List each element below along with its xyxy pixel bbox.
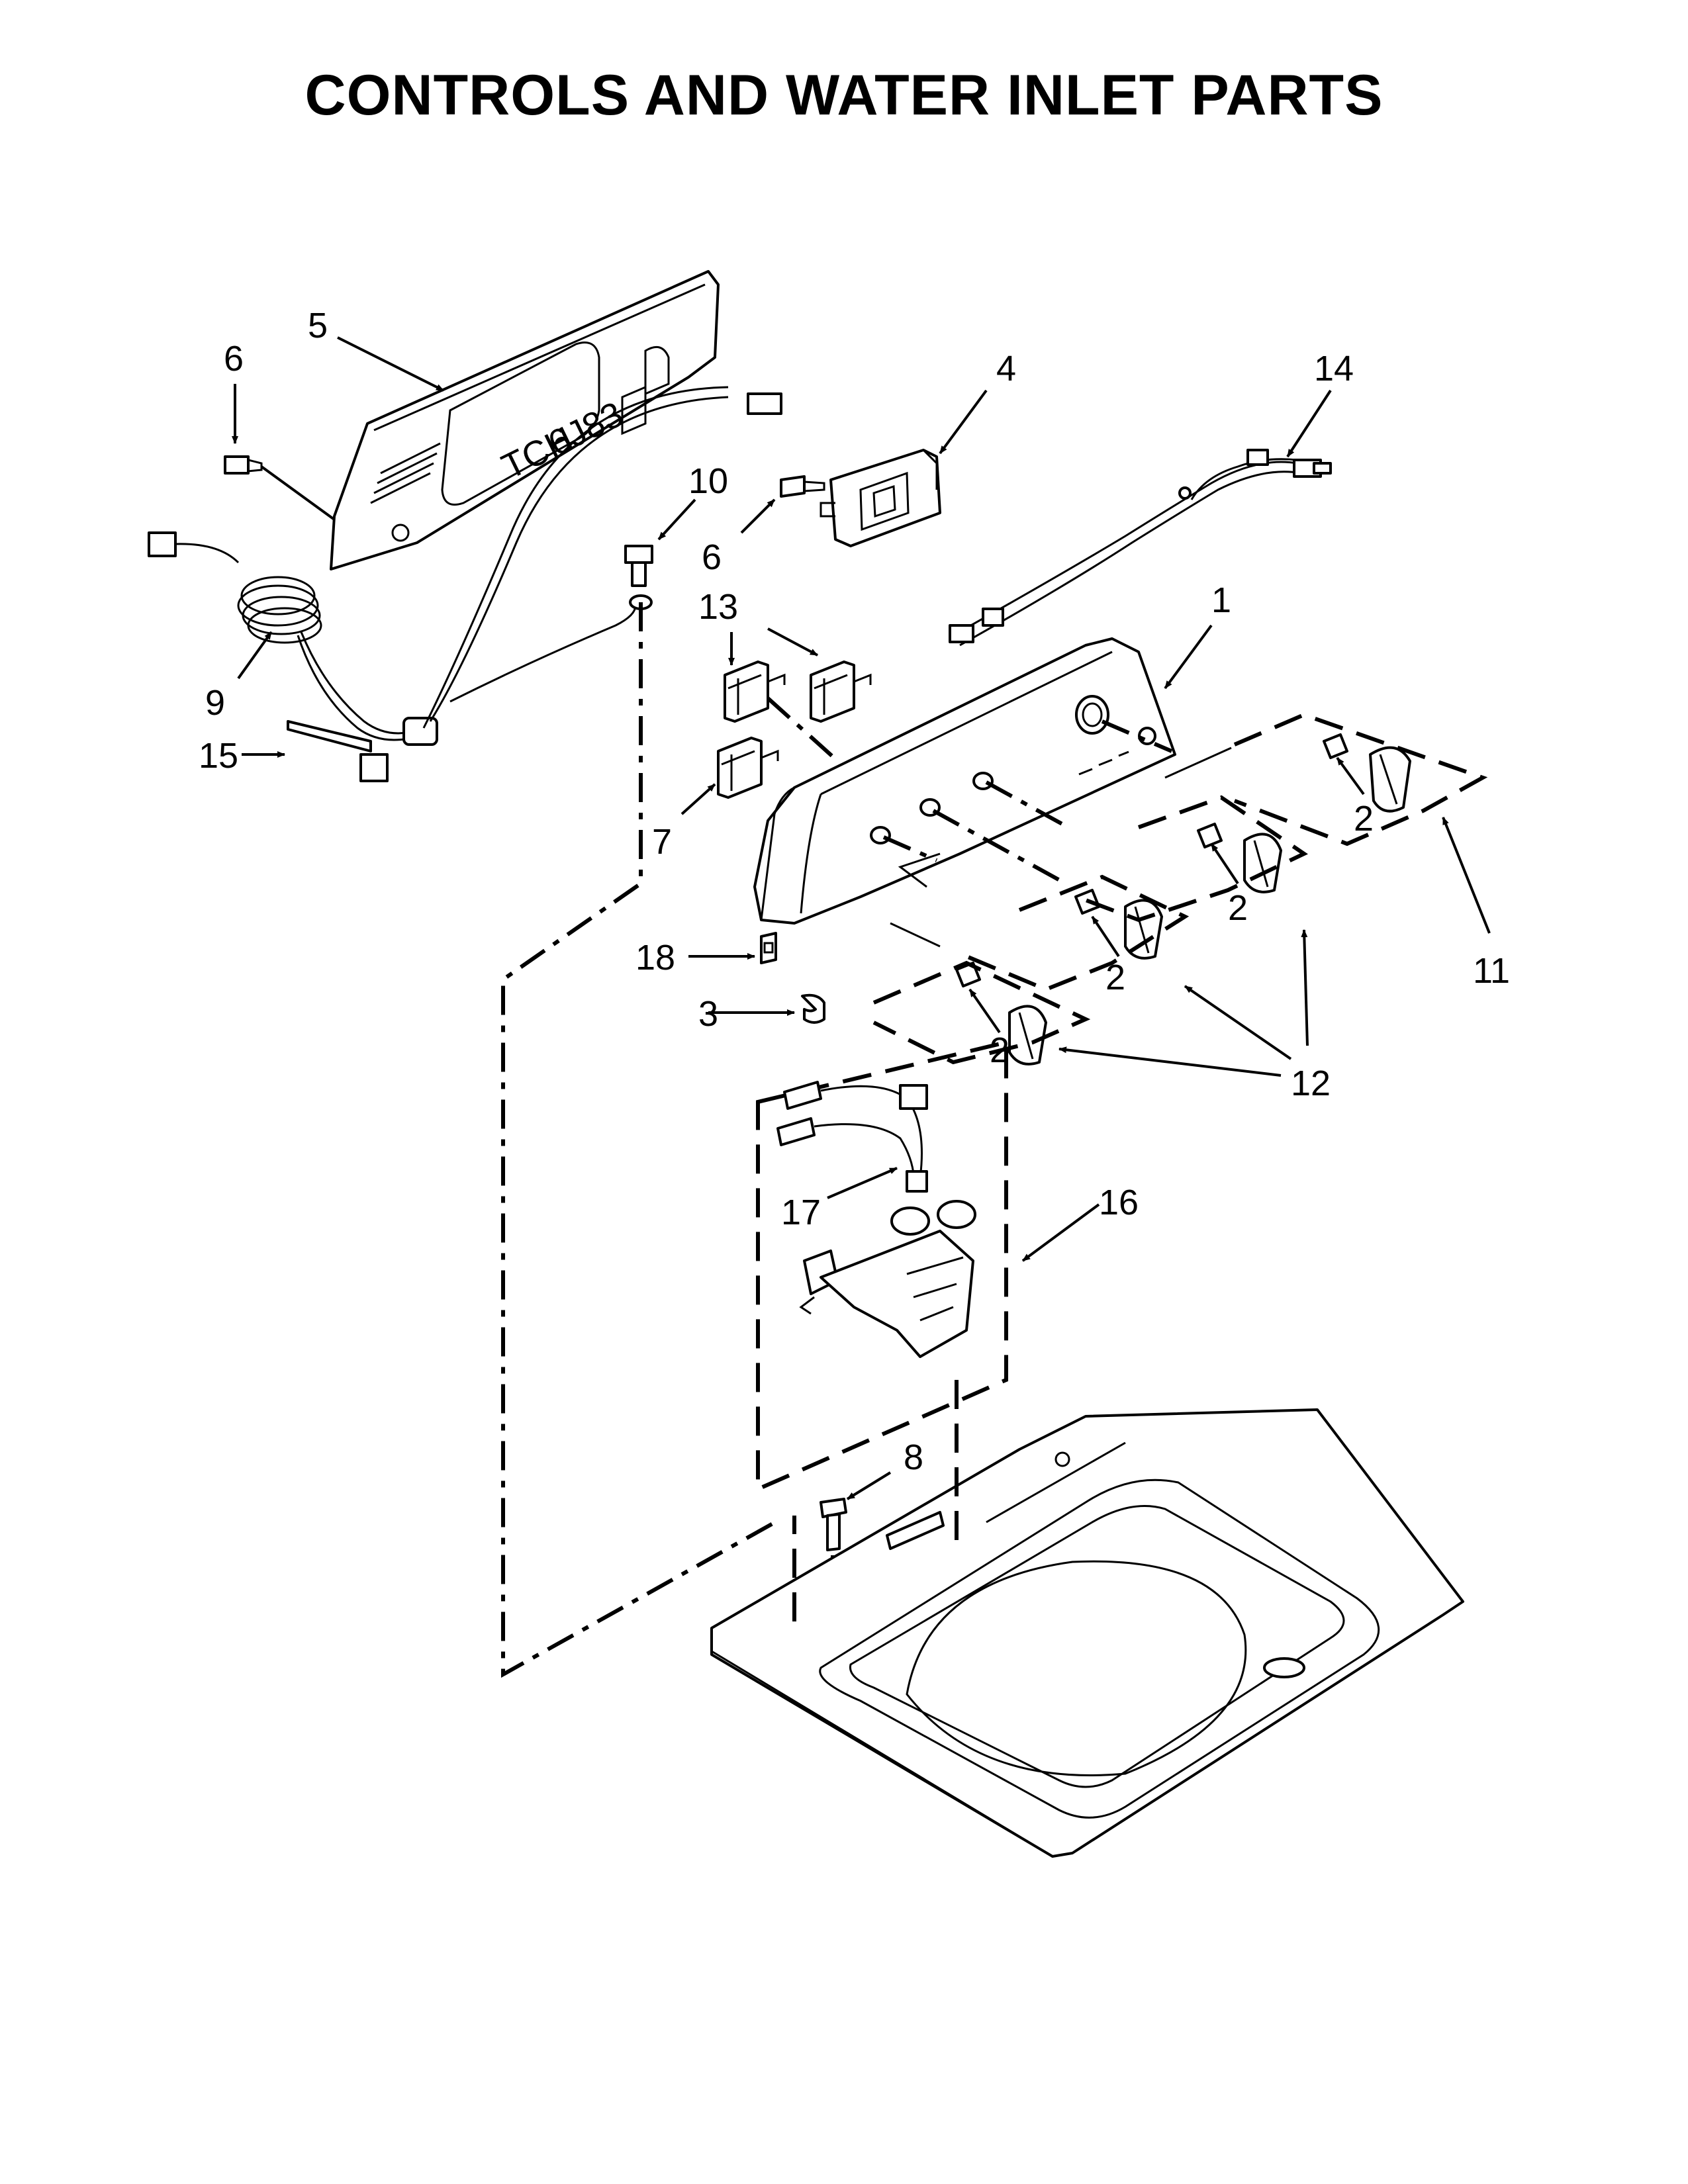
cable-tie xyxy=(287,720,389,782)
switch-left xyxy=(724,660,836,760)
callout-15: 15 xyxy=(199,736,238,776)
callout-2-d: 2 xyxy=(990,1030,1009,1070)
clamp-3 xyxy=(801,993,825,1024)
knob-4 xyxy=(955,962,1047,1066)
callout-numbers: 5 6 4 14 10 6 13 1 9 15 7 2 2 2 2 11 12 … xyxy=(199,306,1510,1477)
callout-7: 7 xyxy=(652,822,672,862)
callout-13: 13 xyxy=(698,587,738,627)
water-valve-box xyxy=(756,1040,1008,1492)
valve-wire-harness xyxy=(776,1081,928,1193)
wire-harness xyxy=(949,449,1332,647)
callout-8: 8 xyxy=(904,1437,923,1477)
callout-17: 17 xyxy=(781,1193,821,1232)
page-title: CONTROLS AND WATER INLET PARTS xyxy=(305,64,1383,127)
water-inlet-valve xyxy=(799,1200,976,1358)
ground-screw xyxy=(624,545,653,587)
callout-14: 14 xyxy=(1314,349,1354,388)
switch-right xyxy=(810,660,872,723)
callout-2-a: 2 xyxy=(1354,799,1374,839)
rear-console-panel: TCH 6J83 xyxy=(330,270,720,570)
callout-6-right: 6 xyxy=(702,537,722,577)
callout-4: 4 xyxy=(996,349,1016,388)
knob-box-11 xyxy=(1233,712,1488,846)
switch-7 xyxy=(717,737,779,799)
callout-18: 18 xyxy=(635,938,675,978)
electronic-control-board xyxy=(820,449,941,547)
power-cord xyxy=(148,386,782,746)
panel-vent-holes xyxy=(370,442,441,504)
callout-1: 1 xyxy=(1211,580,1231,620)
screw-6-right xyxy=(780,475,825,498)
callout-16: 16 xyxy=(1099,1183,1139,1222)
callout-10: 10 xyxy=(688,461,728,501)
callout-2-c: 2 xyxy=(1105,958,1125,997)
callout-9: 9 xyxy=(205,683,225,723)
callout-11: 11 xyxy=(1473,951,1510,991)
callout-3: 3 xyxy=(698,994,718,1034)
callout-5: 5 xyxy=(308,306,328,345)
ground-lead-path xyxy=(501,602,782,1678)
callout-6-left: 6 xyxy=(224,339,244,379)
clip-18 xyxy=(760,932,777,964)
callout-2-b: 2 xyxy=(1228,888,1248,928)
leader-lines xyxy=(232,336,1491,1500)
knob-2 xyxy=(1197,823,1282,893)
screw-6-left xyxy=(224,455,336,521)
callout-12: 12 xyxy=(1291,1064,1331,1103)
knob-1 xyxy=(1323,733,1411,813)
knob-box-12b xyxy=(965,874,1190,992)
knob-box-12a xyxy=(1084,795,1309,923)
washer-top-cover xyxy=(710,1408,1464,1858)
